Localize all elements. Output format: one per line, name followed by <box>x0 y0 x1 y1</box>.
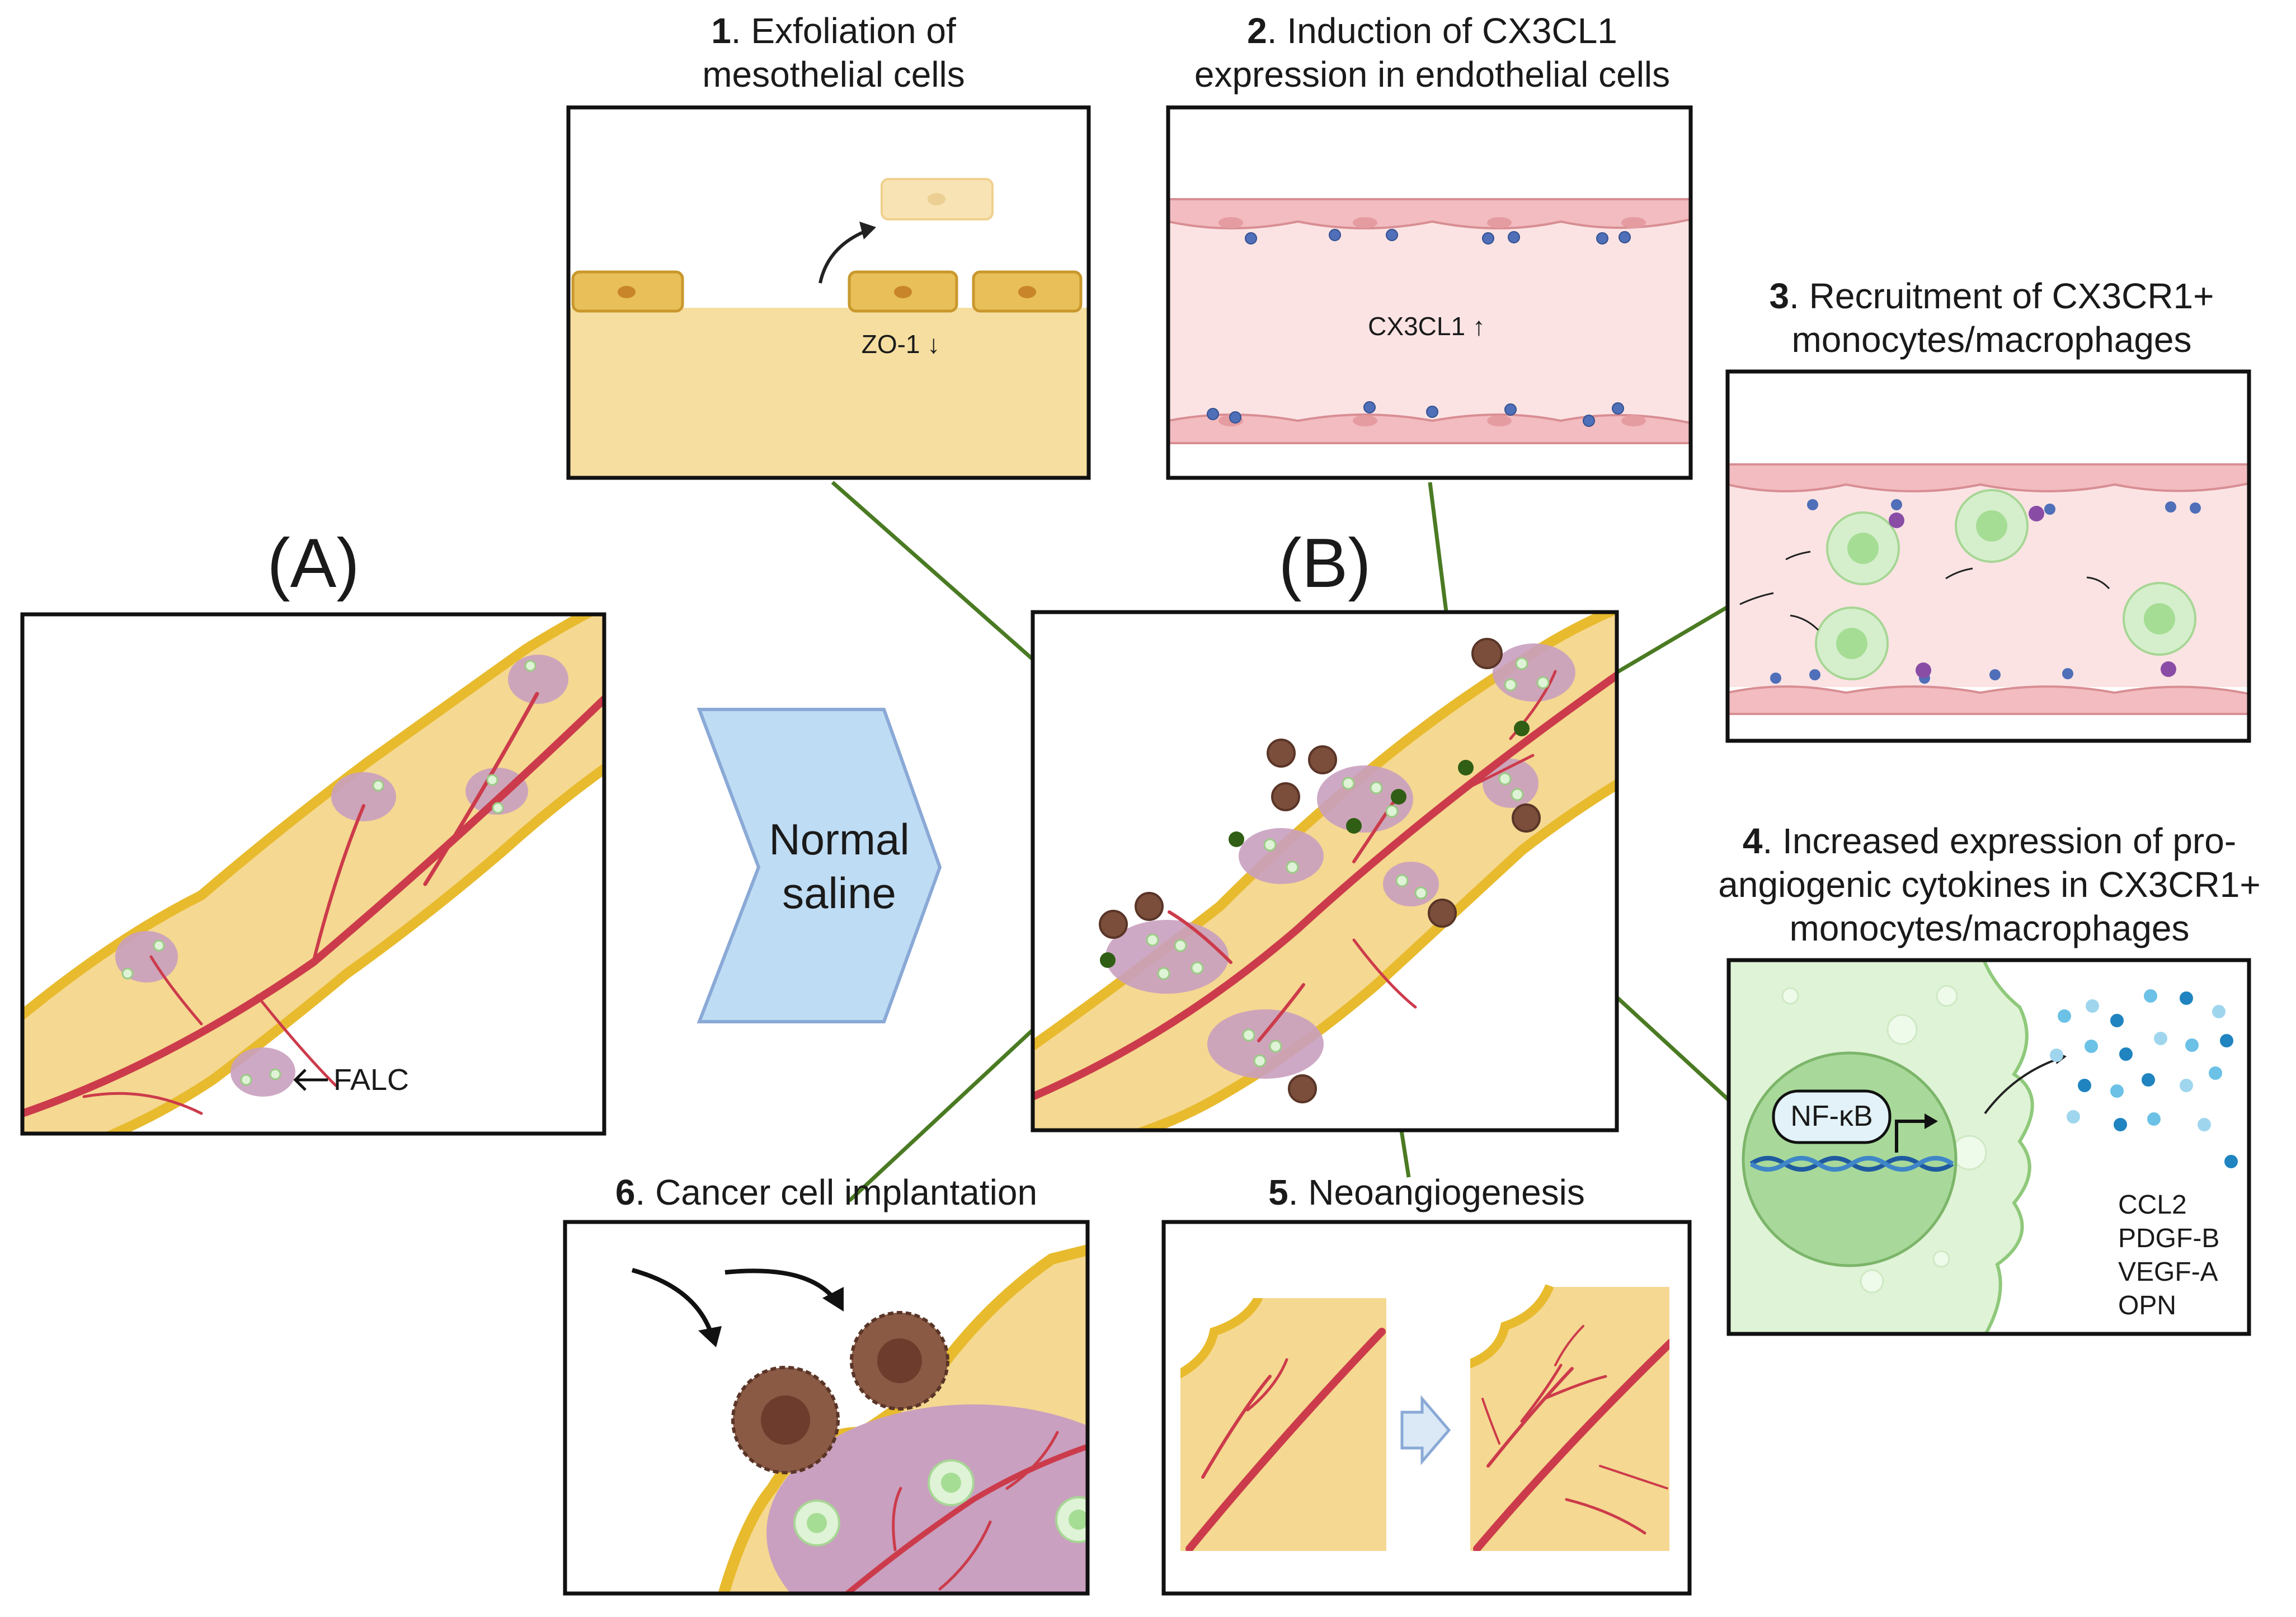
transcription-arrow-icon <box>1895 1120 1928 1153</box>
step5-line1: . Neoangiogenesis <box>1288 1172 1585 1212</box>
secretion-arrow-icon <box>1984 1057 2059 1115</box>
arrow-label-line1: Normal <box>769 815 910 864</box>
cytokine-dots <box>2050 989 2238 1168</box>
endothelium-top-3 <box>1728 463 2249 492</box>
cx3cr1-receptors <box>1889 506 2176 678</box>
step1-title: 1. Exfoliation of mesothelial cells <box>604 9 1063 96</box>
monocytes-a <box>121 660 537 1086</box>
migration-arrows <box>1739 551 2110 631</box>
cx3cl1-label: CX3CL1 ↑ <box>1368 312 1485 341</box>
fat-tissue-5a <box>1180 1298 1386 1551</box>
normal-saline-arrow <box>697 708 942 1023</box>
step5-number: 5 <box>1268 1172 1288 1212</box>
implant-arrows-icon <box>631 1268 836 1333</box>
step2-number: 2 <box>1247 11 1267 51</box>
nfkb-label: NF-κB <box>1790 1100 1873 1132</box>
connector-dots <box>1100 721 1530 968</box>
step1-line1: . Exfoliation of <box>731 11 956 51</box>
step4-number: 4 <box>1742 821 1763 861</box>
step4-line2: angiogenic cytokines in CX3CR1+ <box>1718 864 2261 905</box>
step1-box <box>566 105 1091 480</box>
neoangio-arrow-icon <box>1400 1395 1451 1465</box>
arrow-label: Normal saline <box>744 812 934 920</box>
cytokine-pdgfb: PDGF-B <box>2118 1224 2220 1253</box>
step2-line2: expression in endothelial cells <box>1194 54 1671 95</box>
step4-line1: . Increased expression of pro- <box>1762 821 2237 861</box>
vessels-a <box>22 692 604 1117</box>
falc-arrow-icon <box>293 1069 328 1091</box>
panel-b-box <box>1031 610 1619 1132</box>
step2-box <box>1166 105 1693 480</box>
falc-label: FALC <box>333 1063 410 1097</box>
endothelium-bottom-3 <box>1728 685 2249 715</box>
cytokine-opn: OPN <box>2118 1291 2177 1320</box>
step1-number: 1 <box>711 11 731 51</box>
cytokine-ccl2: CCL2 <box>2118 1190 2187 1220</box>
exfoliation-arrow-icon <box>818 229 868 284</box>
cytokine-list: CCL2 PDGF-B VEGF-A OPN <box>2118 1188 2219 1323</box>
endothelium-bottom <box>1168 413 1691 444</box>
step2-title: 2. Induction of CX3CL1 expression in end… <box>1152 9 1712 96</box>
endothelium-top <box>1168 198 1691 229</box>
step5-title: 5. Neoangiogenesis <box>1208 1171 1645 1214</box>
falc-clusters-b <box>1105 643 1575 1079</box>
zo1-label: ZO-1 ↓ <box>861 330 940 359</box>
step2-line1: . Induction of CX3CL1 <box>1267 11 1617 51</box>
panel-a-box <box>20 612 606 1136</box>
cancer-cells-b <box>1099 638 1541 1103</box>
panel-a-label: (A) <box>267 525 360 602</box>
step3-box <box>1725 369 2251 743</box>
step6-line1: . Cancer cell implantation <box>635 1172 1038 1212</box>
step6-box <box>563 1220 1090 1596</box>
arrow-label-line2: saline <box>782 868 896 918</box>
step4-box <box>1726 958 2251 1336</box>
cx3cl1-ligands <box>1207 229 1631 427</box>
falc-cluster-6 <box>766 1404 1088 1594</box>
cx3cl1-ligands-3 <box>1770 499 2201 684</box>
step4-line3: monocytes/macrophages <box>1789 908 2190 948</box>
step6-title: 6. Cancer cell implantation <box>565 1171 1088 1214</box>
panel-b-label: (B) <box>1278 525 1371 602</box>
cytokine-vegfa: VEGF-A <box>2118 1257 2218 1287</box>
step3-line2: monocytes/macrophages <box>1791 319 2192 360</box>
step4-title: 4. Increased expression of pro- angiogen… <box>1693 819 2286 950</box>
step3-title: 3. Recruitment of CX3CR1+ monocytes/macr… <box>1712 274 2271 361</box>
step1-line2: mesothelial cells <box>702 54 965 95</box>
fat-tissue-5b <box>1470 1287 1669 1551</box>
cancer-cells-6 <box>731 1311 949 1474</box>
nfkb-badge <box>1772 1089 1892 1144</box>
monocytes-6 <box>793 1459 1088 1547</box>
step3-number: 3 <box>1769 276 1790 316</box>
step3-line1: . Recruitment of CX3CR1+ <box>1789 276 2214 316</box>
step5-box <box>1161 1220 1692 1596</box>
step6-number: 6 <box>615 1172 636 1212</box>
monocytes-b <box>1146 657 1550 1068</box>
